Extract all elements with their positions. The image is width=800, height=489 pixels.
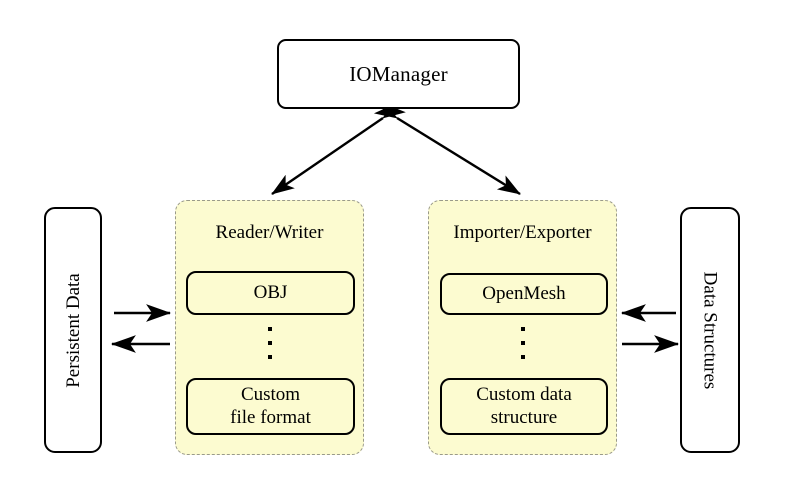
item-obj-label: OBJ: [253, 281, 288, 303]
data-structures-label: Data Structures: [699, 271, 721, 389]
panel-reader-writer[interactable]: Reader/Writer OBJ Custom file format: [175, 200, 364, 455]
data-structures-node[interactable]: Data Structures: [680, 207, 740, 453]
item-custom-file-format[interactable]: Custom file format: [186, 378, 355, 435]
io-manager-label: IOManager: [349, 61, 448, 86]
item-custom-data-structure-line1: Custom data: [476, 384, 572, 406]
item-obj[interactable]: OBJ: [186, 271, 355, 315]
arrow-manager-reader: [271, 98, 406, 195]
reader-writer-ellipsis-icon: [176, 327, 363, 359]
item-custom-data-structure-label: Custom data structure: [476, 384, 572, 429]
persistent-data-label: Persistent Data: [62, 272, 84, 388]
arrow-manager-importer: [373, 99, 521, 196]
item-custom-file-format-label: Custom file format: [230, 384, 311, 429]
item-openmesh-label: OpenMesh: [482, 282, 566, 304]
item-custom-data-structure-line2: structure: [490, 406, 558, 428]
panel-reader-writer-title: Reader/Writer: [215, 222, 324, 243]
item-openmesh[interactable]: OpenMesh: [440, 273, 608, 315]
panel-importer-exporter[interactable]: Importer/Exporter OpenMesh Custom data s…: [428, 200, 617, 455]
importer-exporter-ellipsis-icon: [429, 327, 616, 359]
persistent-data-node[interactable]: Persistent Data: [44, 207, 102, 453]
panel-importer-exporter-title: Importer/Exporter: [453, 222, 592, 243]
io-manager-node[interactable]: IOManager: [277, 39, 520, 109]
item-custom-data-structure[interactable]: Custom data structure: [440, 378, 608, 435]
item-custom-file-format-line2: file format: [230, 406, 311, 428]
item-custom-file-format-line1: Custom: [240, 384, 301, 406]
